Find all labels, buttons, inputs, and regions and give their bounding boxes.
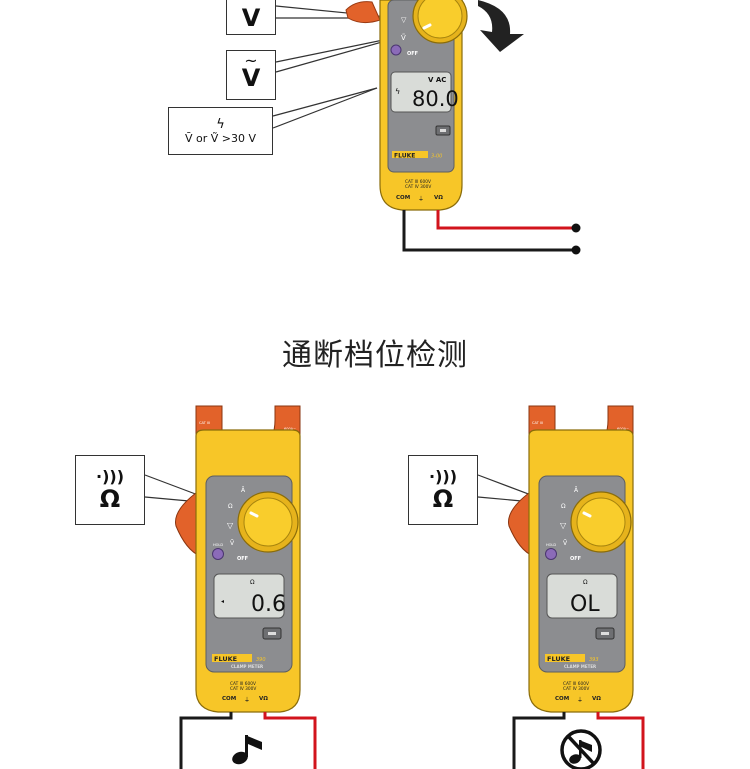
hold-label: HOLD	[546, 543, 556, 547]
brand-name: FLUKE	[214, 655, 237, 663]
jaw-trigger	[345, 1, 381, 24]
svg-text:Ω: Ω	[228, 503, 233, 510]
off-label: OFF	[237, 556, 248, 562]
callout-ac-voltage: ~ V	[226, 50, 276, 100]
brand-name: FLUKE	[547, 655, 570, 663]
lcd-unit: Ω	[250, 579, 255, 586]
lcd-display	[390, 71, 452, 113]
jaw-label-right: 600A~	[284, 427, 296, 431]
svg-text:Ṽ: Ṽ	[230, 540, 235, 547]
top-meter-drawing: ▽ Ṽ OFF V AC ϟ 80.0 FLUKE 3-00 CAT III 6…	[272, 0, 581, 255]
brand-name: FLUKE	[394, 153, 415, 160]
no-sound-icon	[560, 729, 602, 769]
meter-subtitle: CLAMP METER	[564, 664, 596, 669]
svg-text:Ã: Ã	[574, 487, 579, 494]
callout-continuity-left: ·))) Ω	[75, 455, 145, 525]
meter-subtitle: CLAMP METER	[231, 664, 263, 669]
svg-text:▽: ▽	[560, 521, 567, 530]
cat-rating-2: CAT IV 300V	[563, 686, 589, 692]
callout-dc-voltage: V	[226, 0, 276, 35]
svg-text:⏚: ⏚	[577, 697, 583, 704]
lead-black	[179, 712, 233, 769]
rotary-dial	[417, 0, 463, 39]
lead-black	[512, 712, 566, 769]
svg-text:▽: ▽	[401, 16, 407, 24]
dial-pointer	[582, 511, 592, 518]
lead-red	[436, 210, 576, 230]
jaw-trigger	[175, 489, 201, 557]
svg-text:Ṽ: Ṽ	[563, 540, 568, 547]
probe-tip-black	[571, 245, 581, 255]
com-jack-label: COM	[222, 696, 236, 702]
off-label: OFF	[407, 51, 418, 57]
cat-rating-2: CAT IV 300V	[405, 184, 431, 190]
lead-red	[596, 712, 645, 769]
brand-plate	[392, 151, 428, 158]
dc-voltage-symbol: V	[241, 3, 261, 32]
svg-text:CAT III: CAT III	[532, 421, 543, 425]
lcd-beep-indicator: ◂	[221, 598, 224, 605]
dial-pointer	[422, 23, 432, 30]
cat-rating-1: CAT III 600V	[230, 681, 256, 687]
rotary-dial	[243, 497, 293, 547]
lead-black	[402, 210, 576, 252]
jaw-label-left: CAT III	[199, 421, 210, 425]
section-title: 通断档位检测	[282, 338, 468, 373]
hold-button	[545, 548, 557, 560]
model-number: 393	[589, 657, 599, 663]
jaw-trigger	[508, 489, 534, 557]
brand-plate	[212, 654, 252, 662]
svg-text:⏚: ⏚	[244, 697, 250, 704]
lcd-hazard-icon: ϟ	[395, 87, 400, 96]
vohm-jack-label: VΩ	[592, 696, 601, 702]
svg-text:Ṽ: Ṽ	[401, 33, 406, 42]
callout-hazard-voltage: ϟ V̄ or Ṽ >30 V	[168, 107, 273, 155]
svg-text:⏚: ⏚	[418, 196, 424, 203]
cat-rating-2: CAT IV 300V	[230, 686, 256, 692]
svg-text:▽: ▽	[227, 521, 234, 530]
brand-plate	[545, 654, 585, 662]
ohm-symbol: Ω	[432, 485, 454, 513]
model-number: 390	[256, 657, 266, 663]
hazard-threshold-text: V̄ or Ṽ >30 V	[184, 131, 257, 145]
cat-rating-1: CAT III 600V	[405, 179, 431, 185]
lcd-value: 0.6	[251, 592, 286, 617]
ohm-symbol: Ω	[99, 485, 121, 513]
lead-red	[263, 712, 317, 769]
probe-tip-red	[571, 223, 581, 233]
vohm-jack-label: VΩ	[434, 195, 443, 201]
music-note-icon	[232, 735, 262, 765]
com-jack-label: COM	[396, 195, 410, 201]
vohm-jack-label: VΩ	[259, 696, 268, 702]
ac-voltage-symbol: V	[241, 64, 261, 92]
beep-symbol: ·)))	[428, 467, 457, 486]
dial-pointer	[249, 511, 259, 518]
model-number: 3-00	[431, 154, 442, 160]
svg-text:Ã: Ã	[241, 487, 246, 494]
lcd-unit: V AC	[428, 76, 446, 84]
cat-rating-1: CAT III 600V	[563, 681, 589, 687]
hazard-bolt-icon: ϟ	[216, 116, 225, 132]
callout-continuity-right: ·))) Ω	[408, 455, 478, 525]
hold-label: HOLD	[213, 543, 223, 547]
right-meter-drawing: CAT III 600A~ Ã Ω ▽ Ṽ HOLD OFF Ω OL FLUK…	[477, 405, 645, 769]
beep-symbol: ·)))	[95, 467, 124, 486]
lcd-display	[546, 573, 618, 619]
lcd-unit: Ω	[583, 579, 588, 586]
lcd-value: 80.0	[412, 87, 459, 111]
svg-text:Ω: Ω	[561, 503, 566, 510]
off-label: OFF	[570, 556, 581, 562]
com-jack-label: COM	[555, 696, 569, 702]
ac-tilde: ~	[244, 51, 258, 70]
hold-button	[390, 44, 402, 56]
rotation-arrow-icon	[478, 0, 524, 52]
jaw-label-right: 600A~	[617, 427, 629, 431]
left-meter-drawing: CAT III 600A~ Ã Ω ▽ Ṽ HOLD OFF Ω ◂ 0.6 F…	[144, 405, 317, 769]
rotary-dial	[576, 497, 626, 547]
lcd-value: OL	[570, 592, 600, 617]
lcd-display	[213, 573, 285, 619]
hold-button	[212, 548, 224, 560]
